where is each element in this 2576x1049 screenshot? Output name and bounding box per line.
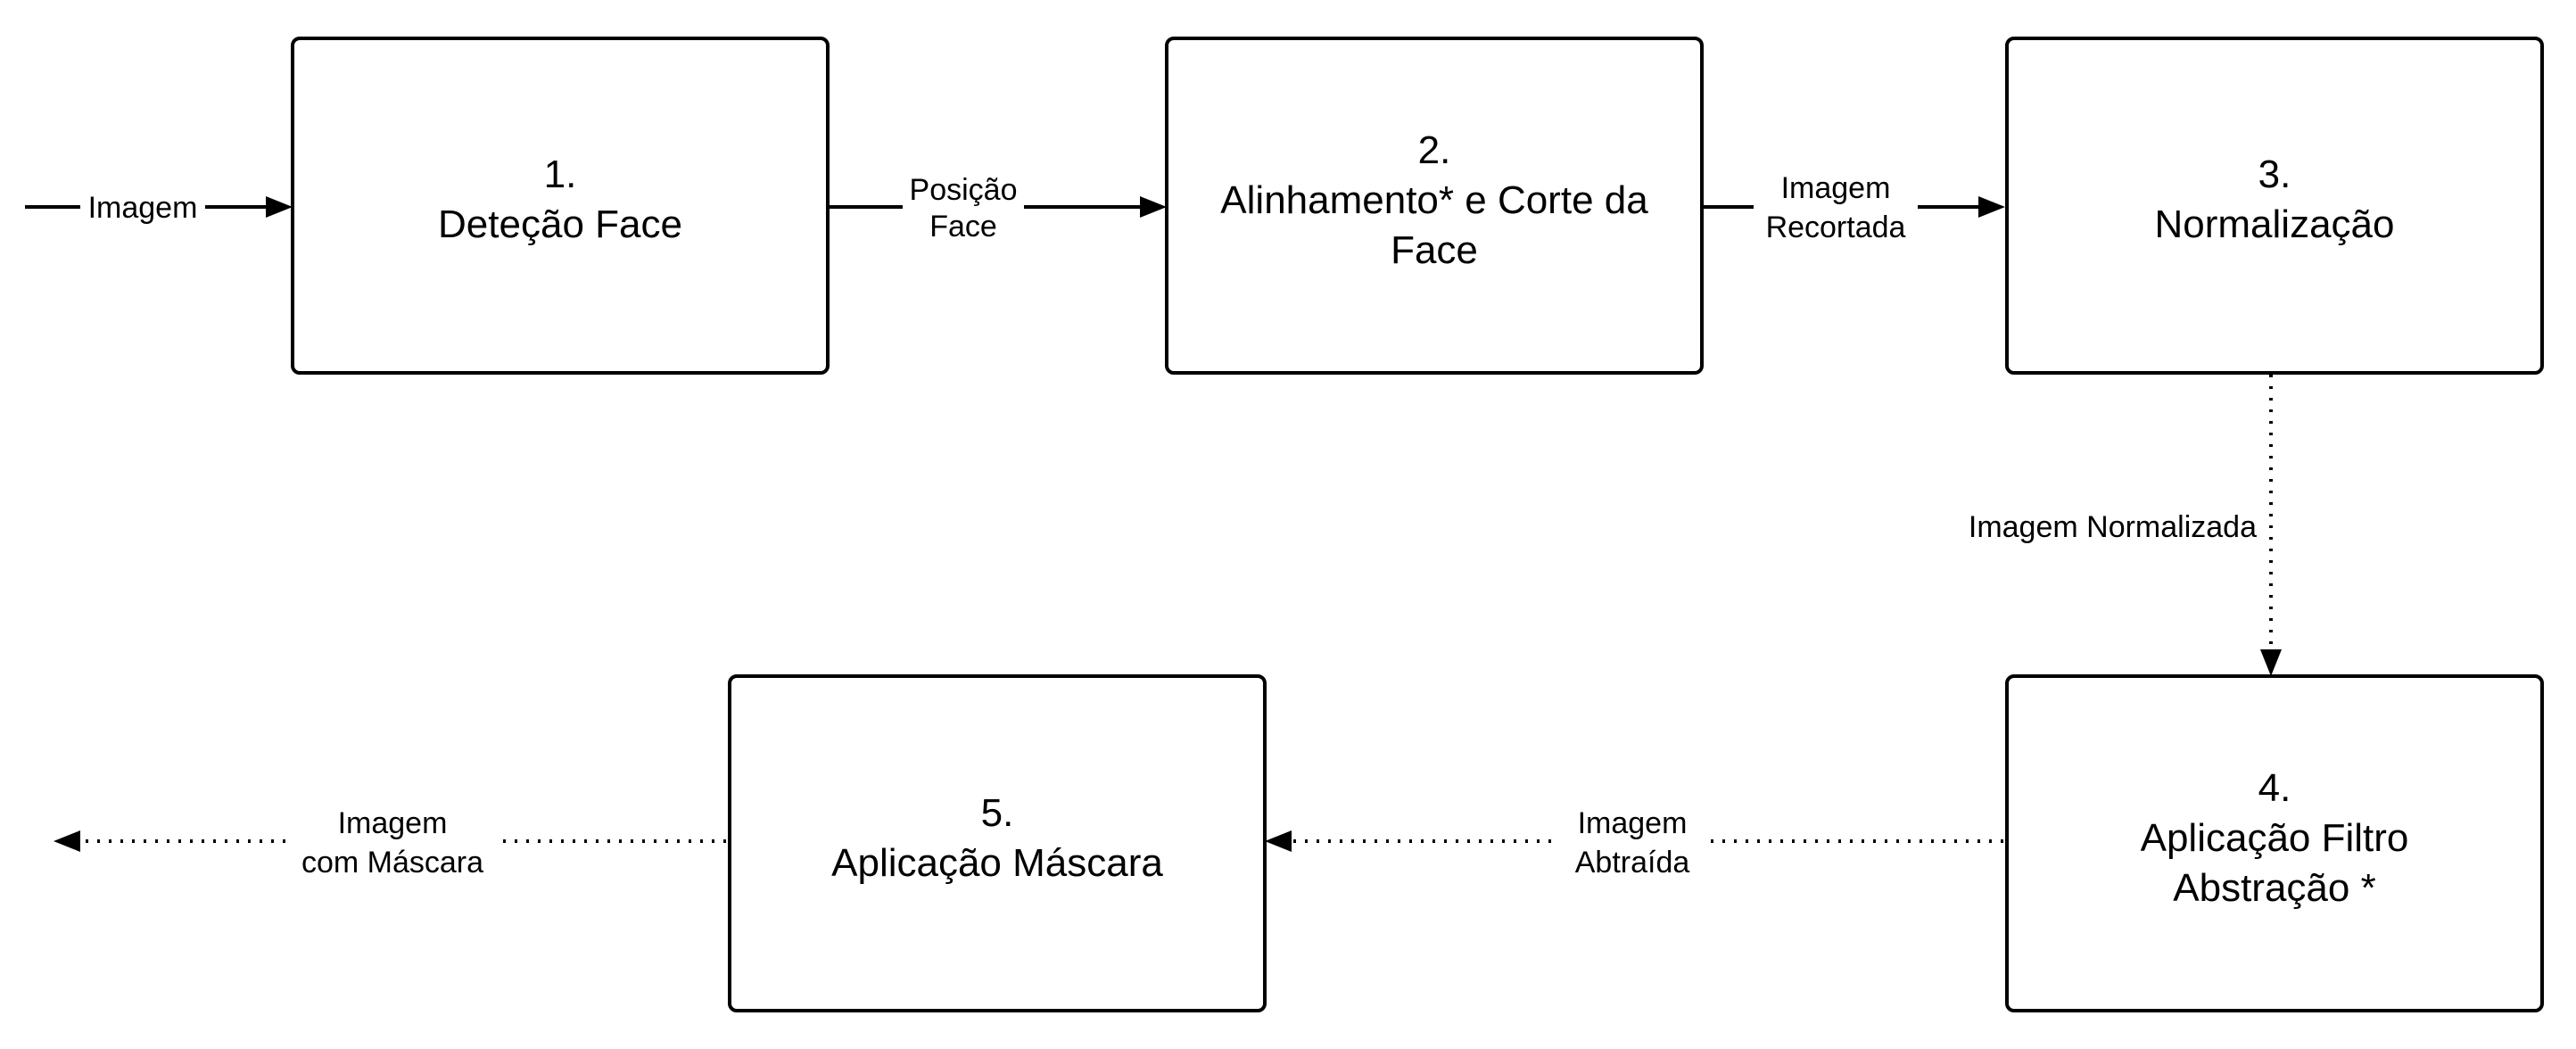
edge-input-label: Imagem bbox=[88, 191, 198, 225]
edge-output: Imagem com Máscara bbox=[54, 801, 726, 883]
process-box-4: 4. Aplicação Filtro Abstração * bbox=[2005, 674, 2544, 1012]
process-box-4-number: 4. bbox=[2258, 766, 2291, 810]
process-box-2-title-line1: Alinhamento* e Corte da bbox=[1220, 178, 1648, 222]
process-box-2-title-line2: Face bbox=[1391, 228, 1478, 272]
edge-2-to-3-label-line1: Imagem bbox=[1781, 171, 1891, 205]
arrowhead-icon bbox=[266, 196, 293, 218]
process-box-2-number: 2. bbox=[1418, 128, 1451, 172]
process-box-1-number: 1. bbox=[544, 153, 577, 196]
edge-input: Imagem bbox=[25, 187, 293, 227]
process-box-5-number: 5. bbox=[981, 791, 1014, 835]
edge-1-to-2: Posição Face bbox=[828, 171, 1167, 244]
process-box-5: 5. Aplicação Máscara bbox=[728, 674, 1267, 1012]
process-box-4-title-line2: Abstração * bbox=[2173, 866, 2375, 910]
edge-1-to-2-label-line1: Posição bbox=[910, 173, 1018, 207]
edge-3-to-4-label: Imagem Normalizada bbox=[1969, 510, 2257, 544]
process-box-3-title: Normalização bbox=[2155, 202, 2395, 246]
edge-4-to-5: Imagem Abtraída bbox=[1265, 801, 2003, 883]
process-box-3: 3. Normalização bbox=[2005, 37, 2544, 375]
process-box-5-title: Aplicação Máscara bbox=[831, 841, 1163, 885]
process-box-1-title: Deteção Face bbox=[438, 202, 682, 246]
edge-3-to-4: Imagem Normalizada bbox=[1969, 375, 2282, 676]
process-box-2: 2. Alinhamento* e Corte da Face bbox=[1165, 37, 1704, 375]
process-box-3-number: 3. bbox=[2258, 153, 2291, 196]
process-box-1: 1. Deteção Face bbox=[291, 37, 830, 375]
arrowhead-icon bbox=[54, 830, 80, 852]
edge-output-label-line2: com Máscara bbox=[301, 846, 483, 880]
edge-4-to-5-label-line2: Abtraída bbox=[1575, 846, 1690, 880]
arrowhead-icon bbox=[1140, 196, 1167, 218]
edge-output-label-line1: Imagem bbox=[338, 806, 448, 840]
edge-4-to-5-label-line1: Imagem bbox=[1578, 806, 1688, 840]
process-box-4-title-line1: Aplicação Filtro bbox=[2141, 816, 2409, 860]
arrowhead-icon bbox=[1978, 196, 2005, 218]
edge-1-to-2-label-line2: Face bbox=[929, 210, 997, 244]
arrowhead-icon bbox=[2260, 649, 2282, 676]
arrowhead-icon bbox=[1265, 830, 1292, 852]
edge-2-to-3-label-line2: Recortada bbox=[1766, 211, 1906, 244]
edge-2-to-3: Imagem Recortada bbox=[1702, 168, 2005, 248]
